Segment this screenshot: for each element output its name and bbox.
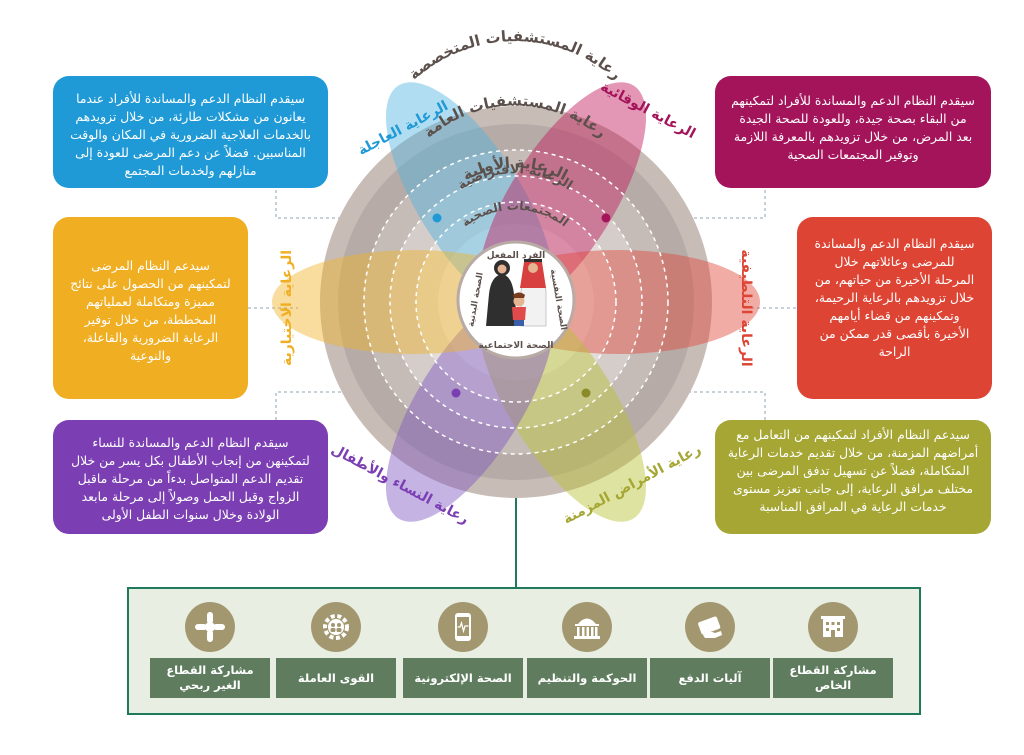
center-title: الفرد المفعل bbox=[487, 251, 545, 261]
hands-icon bbox=[185, 602, 235, 652]
payment-icon bbox=[685, 602, 735, 652]
urgent-care-box: سيقدم النظام الدعم والمساندة للأفراد عند… bbox=[53, 76, 328, 188]
women-children-care-box: سيقدم النظام الدعم والمساندة للنساء لتمك… bbox=[53, 420, 328, 534]
pillar-governance: الحوكمة والتنظيم bbox=[527, 602, 647, 698]
preventive-care-text: سيقدم النظام الدعم والمساندة للأفراد لتم… bbox=[731, 93, 975, 162]
petal-dots bbox=[432, 213, 611, 398]
ring-label-specialized: رعاية المستشفيات المتخصصة bbox=[405, 27, 625, 83]
dashed-rings bbox=[363, 149, 669, 455]
pillar-workforce: القوى العاملة bbox=[276, 602, 396, 698]
palliative-care-box: سيقدم النظام الدعم والمساندة للمرضى وعائ… bbox=[797, 217, 992, 399]
petal-label-palliative: الرعاية التلطيفية bbox=[738, 249, 754, 366]
preventive-care-box: سيقدم النظام الدعم والمساندة للأفراد لتم… bbox=[715, 76, 991, 188]
elective-care-box: سيدعم النظام المرضى لتمكينهم من الحصول ع… bbox=[53, 217, 248, 399]
urgent-care-text: سيقدم النظام الدعم والمساندة للأفراد عند… bbox=[70, 91, 311, 178]
pillar-label: مشاركة القطاع الخاص bbox=[773, 658, 893, 698]
pillar-label: مشاركة القطاع الغير ربحي bbox=[150, 658, 270, 698]
government-building-icon bbox=[562, 602, 612, 652]
women-children-care-text: سيقدم النظام الدعم والمساندة للنساء لتمك… bbox=[71, 435, 310, 522]
pillar-label: آليات الدفع bbox=[650, 658, 770, 698]
petal-label-elective: الرعاية الاختيارية bbox=[279, 250, 295, 366]
pillar-label: القوى العاملة bbox=[276, 658, 396, 698]
center-bottom-label: الصحة الاجتماعية bbox=[478, 341, 553, 351]
smartphone-health-icon bbox=[438, 602, 488, 652]
pillar-ehealth: الصحة الإلكترونية bbox=[403, 602, 523, 698]
family-icon bbox=[486, 259, 547, 327]
pillar-nonprofit: مشاركة القطاع الغير ربحي bbox=[150, 602, 270, 698]
pillar-label: الصحة الإلكترونية bbox=[403, 658, 523, 698]
pillar-private-sector: مشاركة القطاع الخاص bbox=[773, 602, 893, 698]
chronic-care-text: سيدعم النظام الأفراد لتمكينهم من التعامل… bbox=[727, 427, 979, 514]
pillar-label: الحوكمة والتنظيم bbox=[527, 658, 647, 698]
chronic-care-box: سيدعم النظام الأفراد لتمكينهم من التعامل… bbox=[715, 420, 991, 534]
palliative-care-text: سيقدم النظام الدعم والمساندة للمرضى وعائ… bbox=[814, 236, 975, 359]
workforce-gear-icon bbox=[311, 602, 361, 652]
pillar-payment: آليات الدفع bbox=[650, 602, 770, 698]
elective-care-text: سيدعم النظام المرضى لتمكينهم من الحصول ع… bbox=[70, 258, 231, 363]
building-icon bbox=[808, 602, 858, 652]
